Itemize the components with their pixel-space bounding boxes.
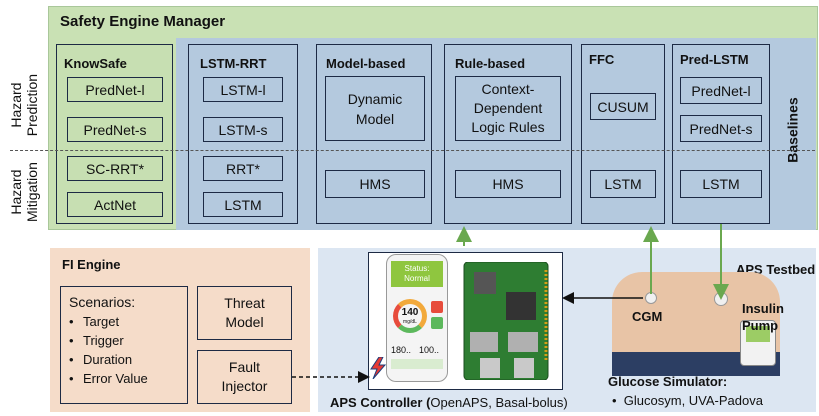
pred-lstm-prednet-s: PredNet-s	[680, 115, 762, 142]
glucose-simulator-title: Glucose Simulator:	[608, 374, 728, 389]
phone-bottom-bar	[391, 359, 443, 369]
ffc-title: FFC	[589, 52, 615, 67]
fault-injector-box: Fault Injector	[197, 350, 292, 404]
rule-based-hms: HMS	[455, 170, 561, 198]
insulin-pump-label: Insulin Pump	[742, 301, 784, 333]
pred-lstm-title: Pred-LSTM	[680, 52, 749, 67]
scenario-item: Trigger	[69, 331, 187, 350]
glucose-simulator-item: • Glucosym, UVA-Padova	[612, 393, 763, 408]
glucose-gauge	[393, 299, 427, 333]
threat-model-box: Threat Model	[197, 286, 292, 340]
aps-controller-caption: APS Controller (OpenAPS, Basal-bolus)	[330, 395, 568, 410]
pump-screen	[746, 326, 770, 342]
glucose-simulator-models: Glucosym, UVA-Padova	[623, 393, 763, 408]
scenario-item: Target	[69, 312, 187, 331]
rule-based-title: Rule-based	[455, 56, 526, 71]
ffc-lstm: LSTM	[590, 170, 656, 198]
knowsafe-title: KnowSafe	[64, 56, 127, 71]
phone-glucose-value: 140	[401, 307, 419, 318]
phone-status-label: Status:	[404, 264, 430, 273]
pred-lstm-prednet-l: PredNet-l	[680, 77, 762, 104]
scenarios-list: Target Trigger Duration Error Value	[69, 312, 187, 388]
lstm-rrt-lstm-s: LSTM-s	[203, 117, 283, 142]
phone-stat-right: 100..	[419, 345, 440, 355]
scenario-item: Duration	[69, 350, 187, 369]
phone-ok-icon	[431, 317, 443, 329]
safety-engine-title: Safety Engine Manager	[60, 13, 226, 30]
dynamic-model-box: Dynamic Model	[325, 76, 425, 141]
aps-controller-detail: OpenAPS, Basal-bolus)	[430, 395, 568, 410]
knowsafe-sc-rrt: SC-RRT*	[67, 156, 163, 181]
fi-engine-title: FI Engine	[62, 257, 121, 272]
lstm-rrt-title: LSTM-RRT	[200, 56, 267, 71]
aps-controller-prefix: APS Controller (	[330, 395, 431, 410]
fault-lightning-icon	[370, 357, 387, 379]
scenarios-title: Scenarios:	[69, 294, 136, 310]
phone-alert-icon	[431, 301, 443, 313]
model-based-hms: HMS	[325, 170, 425, 198]
knowsafe-prednet-s: PredNet-s	[67, 117, 163, 142]
knowsafe-prednet-l: PredNet-l	[67, 77, 163, 102]
ffc-cusum: CUSUM	[590, 93, 656, 120]
scenarios-box: Scenarios: Target Trigger Duration Error…	[60, 286, 188, 404]
phone-glucose-unit: mg/dL	[403, 319, 417, 325]
phone-stat-left: 180..	[391, 345, 412, 355]
prediction-mitigation-divider	[10, 150, 815, 151]
phone-status-value: Normal	[404, 274, 430, 283]
lstm-rrt-lstm: LSTM	[203, 192, 283, 217]
cgm-label: CGM	[632, 309, 663, 324]
logic-rules-box: Context- Dependent Logic Rules	[455, 76, 561, 141]
knowsafe-actnet: ActNet	[67, 192, 163, 217]
insulin-pump-device	[740, 320, 776, 366]
raspberry-pi-board	[463, 262, 549, 380]
lstm-rrt-rrt: RRT*	[203, 156, 283, 181]
phone-status-banner: Status: Normal	[391, 261, 443, 287]
model-based-title: Model-based	[326, 56, 406, 71]
phone-device: Status: Normal 140 mg/dL 180.. 100..	[386, 254, 448, 382]
lstm-rrt-lstm-l: LSTM-l	[203, 77, 283, 102]
pred-lstm-lstm: LSTM	[680, 170, 762, 198]
scenario-item: Error Value	[69, 369, 187, 388]
